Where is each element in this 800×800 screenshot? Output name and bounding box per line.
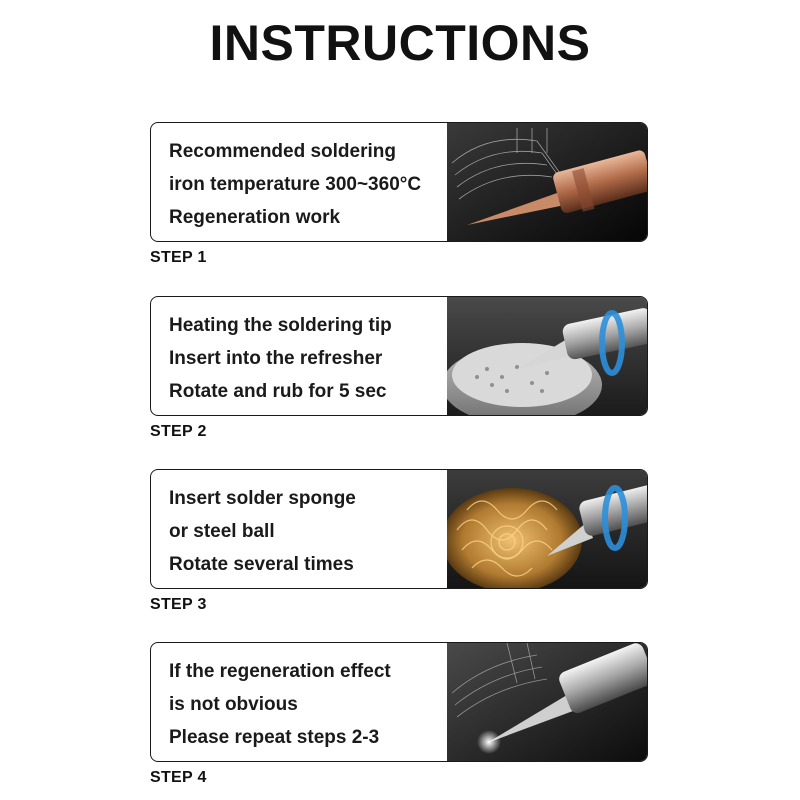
step-4-card: If the regeneration effect is not obviou… [150, 642, 648, 762]
step-1-line-1: Recommended soldering [169, 141, 396, 162]
step-4-line-3: Please repeat steps 2-3 [169, 727, 380, 748]
step-4-label: STEP 4 [150, 769, 207, 786]
step-3-line-2: or steel ball [169, 521, 275, 542]
step-3-card: Insert solder sponge or steel ball Rotat… [150, 469, 648, 589]
step-2-line-2: Insert into the refresher [169, 348, 383, 369]
step-3: Insert solder sponge or steel ball Rotat… [150, 469, 650, 614]
step-3-label: STEP 3 [150, 596, 207, 613]
step-1-line-2: iron temperature 300~360°C [169, 174, 422, 195]
step-1-label: STEP 1 [150, 249, 207, 266]
step-2-line-3: Rotate and rub for 5 sec [169, 381, 387, 402]
step-2-text: Heating the soldering tip Insert into th… [169, 309, 469, 408]
step-2-card: Heating the soldering tip Insert into th… [150, 296, 648, 416]
step-4: If the regeneration effect is not obviou… [150, 642, 650, 787]
step-2-line-1: Heating the soldering tip [169, 315, 392, 336]
step-2: Heating the soldering tip Insert into th… [150, 296, 650, 441]
step-4-line-2: is not obvious [169, 694, 298, 715]
copper-soldering-tip-icon [447, 123, 647, 241]
page-title: INSTRUCTIONS [209, 15, 591, 71]
tip-in-refresher-icon [447, 297, 647, 415]
step-4-line-1: If the regeneration effect [169, 661, 391, 682]
step-2-label: STEP 2 [150, 423, 207, 440]
step-1-text: Recommended soldering iron temperature 3… [169, 135, 469, 234]
step-1: Recommended soldering iron temperature 3… [150, 122, 650, 267]
step-3-line-3: Rotate several times [169, 554, 354, 575]
step-1-line-3: Regeneration work [169, 207, 341, 228]
shiny-soldering-tip-icon [447, 643, 647, 761]
step-3-line-1: Insert solder sponge [169, 488, 356, 509]
step-3-text: Insert solder sponge or steel ball Rotat… [169, 482, 469, 581]
tip-in-brass-wool-icon [447, 470, 647, 588]
step-1-card: Recommended soldering iron temperature 3… [150, 122, 648, 242]
step-4-text: If the regeneration effect is not obviou… [169, 655, 469, 754]
